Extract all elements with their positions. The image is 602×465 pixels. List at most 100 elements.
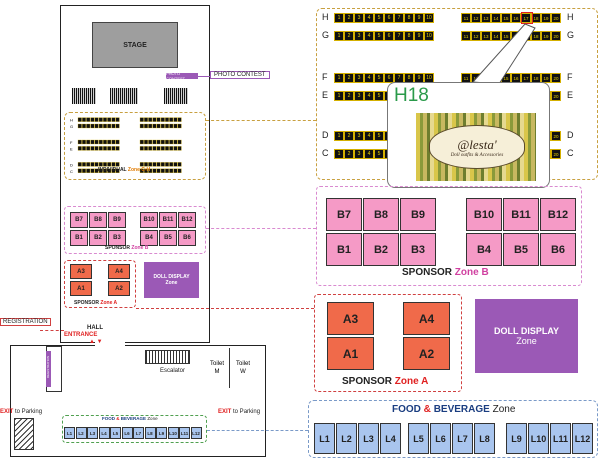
food-booth[interactable]: L5 [408, 423, 429, 454]
sponsor-b-booth[interactable]: B12 [540, 198, 576, 231]
sponsor-b-booth[interactable]: B9 [400, 198, 436, 231]
sponsor-a-booth-small[interactable]: A4 [108, 264, 130, 279]
sponsor-a-booth[interactable]: A4 [403, 302, 450, 335]
seat-left[interactable]: 5 [374, 149, 384, 159]
sponsor-b-booth-small[interactable]: B6 [178, 230, 196, 246]
food-booth-small[interactable]: L10 [167, 427, 179, 439]
food-booth-small[interactable]: L1 [64, 427, 75, 439]
seat-right[interactable]: 20 [551, 73, 561, 83]
seat-left[interactable]: 3 [354, 149, 364, 159]
seat-left[interactable]: 5 [374, 31, 384, 41]
food-booth-small[interactable]: L8 [144, 427, 156, 439]
sponsor-b-booth-small[interactable]: B10 [140, 212, 158, 228]
food-booth[interactable]: L2 [336, 423, 357, 454]
seat-left[interactable]: 2 [344, 131, 354, 141]
sponsor-a-booth[interactable]: A1 [327, 337, 374, 370]
seat-left[interactable]: 2 [344, 91, 354, 101]
seat-right[interactable]: 15 [501, 31, 511, 41]
sponsor-b-booth[interactable]: B3 [400, 233, 436, 266]
food-booth[interactable]: L3 [358, 423, 379, 454]
seat-right[interactable]: 14 [491, 31, 501, 41]
seat-left[interactable]: 4 [364, 91, 374, 101]
food-booth-small[interactable]: L5 [110, 427, 121, 439]
seat-left[interactable]: 8 [404, 13, 414, 23]
seat-left[interactable]: 6 [384, 31, 394, 41]
seat-left[interactable]: 3 [354, 31, 364, 41]
h18-popup[interactable]: H18 @lesta' Doll outfits & Accessories [387, 82, 550, 188]
food-booth-small[interactable]: L2 [75, 427, 87, 439]
seat-right[interactable]: 19 [541, 31, 551, 41]
entrance-label[interactable]: ENTRANCE [64, 332, 98, 338]
sponsor-b-booth[interactable]: B5 [503, 233, 539, 266]
seat-left[interactable]: 3 [354, 131, 364, 141]
food-booth-small[interactable]: L12 [190, 427, 202, 439]
sponsor-b-booth-small[interactable]: B5 [159, 230, 177, 246]
food-booth[interactable]: L9 [506, 423, 527, 454]
seat-left[interactable]: 3 [354, 13, 364, 23]
food-booth[interactable]: L1 [314, 423, 335, 454]
seat-right[interactable]: 12 [471, 31, 481, 41]
exit-right[interactable]: EXIT to Parking [218, 409, 261, 415]
seat-left[interactable]: 4 [364, 73, 374, 83]
sponsor-a-booth-small[interactable]: A1 [70, 281, 92, 296]
sponsor-b-booth-small[interactable]: B11 [159, 212, 177, 228]
seat-right[interactable]: 13 [481, 31, 491, 41]
registration-desk[interactable]: REGISTRATION [46, 346, 62, 392]
sponsor-b-booth-small[interactable]: B2 [89, 230, 107, 246]
seat-right[interactable]: 19 [541, 13, 551, 23]
seat-left[interactable]: 1 [334, 73, 344, 83]
seat-right[interactable]: 18 [531, 13, 541, 23]
photo-contest-label[interactable]: PHOTO CONTEST [210, 71, 270, 79]
seat-left[interactable]: 6 [384, 13, 394, 23]
food-booth-small[interactable]: L6 [121, 427, 133, 439]
seat-right[interactable]: 20 [551, 149, 561, 159]
seat-right[interactable]: 20 [551, 31, 561, 41]
sponsor-a-booth[interactable]: A3 [327, 302, 374, 335]
seat-left[interactable]: 3 [354, 73, 364, 83]
sponsor-b-booth-small[interactable]: B7 [70, 212, 88, 228]
seat-left[interactable]: 5 [374, 73, 384, 83]
seat-left[interactable]: 9 [414, 31, 424, 41]
food-booth-small[interactable]: L3 [87, 427, 98, 439]
seat-right[interactable]: 15 [501, 13, 511, 23]
seat-left[interactable]: 7 [394, 31, 404, 41]
food-booth-small[interactable]: L4 [98, 427, 110, 439]
sponsor-a-booth[interactable]: A2 [403, 337, 450, 370]
food-booth[interactable]: L12 [572, 423, 593, 454]
seat-left[interactable]: 5 [374, 91, 384, 101]
seat-left[interactable]: 2 [344, 149, 354, 159]
seat-left[interactable]: 1 [334, 31, 344, 41]
sponsor-b-booth[interactable]: B4 [466, 233, 502, 266]
sponsor-b-booth[interactable]: B8 [363, 198, 399, 231]
food-booth[interactable]: L8 [474, 423, 495, 454]
sponsor-a-booth-small[interactable]: A2 [108, 281, 130, 296]
seat-left[interactable]: 1 [334, 131, 344, 141]
seat-left[interactable]: 2 [344, 73, 354, 83]
sponsor-b-booth-small[interactable]: B3 [108, 230, 126, 246]
seat-left[interactable]: 1 [334, 91, 344, 101]
seat-left[interactable]: 10 [424, 13, 434, 23]
sponsor-a-booth-small[interactable]: A3 [70, 264, 92, 279]
food-booth[interactable]: L7 [452, 423, 473, 454]
sponsor-b-booth-small[interactable]: B8 [89, 212, 107, 228]
seat-left[interactable]: 2 [344, 13, 354, 23]
food-booth[interactable]: L10 [528, 423, 549, 454]
seat-left[interactable]: 3 [354, 91, 364, 101]
seat-left[interactable]: 7 [394, 13, 404, 23]
sponsor-b-booth-small[interactable]: B9 [108, 212, 126, 228]
sponsor-b-booth[interactable]: B7 [326, 198, 362, 231]
seat-left[interactable]: 1 [334, 149, 344, 159]
seat-left[interactable]: 4 [364, 131, 374, 141]
sponsor-b-booth[interactable]: B11 [503, 198, 539, 231]
seat-right[interactable]: 13 [481, 13, 491, 23]
seat-right[interactable]: 20 [551, 13, 561, 23]
sponsor-b-booth-small[interactable]: B12 [178, 212, 196, 228]
sponsor-b-booth[interactable]: B1 [326, 233, 362, 266]
exit-left[interactable]: EXIT to Parking [0, 409, 43, 415]
sponsor-b-booth[interactable]: B10 [466, 198, 502, 231]
seat-left[interactable]: 8 [404, 31, 414, 41]
seat-right[interactable]: 14 [491, 13, 501, 23]
food-booth[interactable]: L6 [430, 423, 451, 454]
seat-right[interactable]: 20 [551, 91, 561, 101]
